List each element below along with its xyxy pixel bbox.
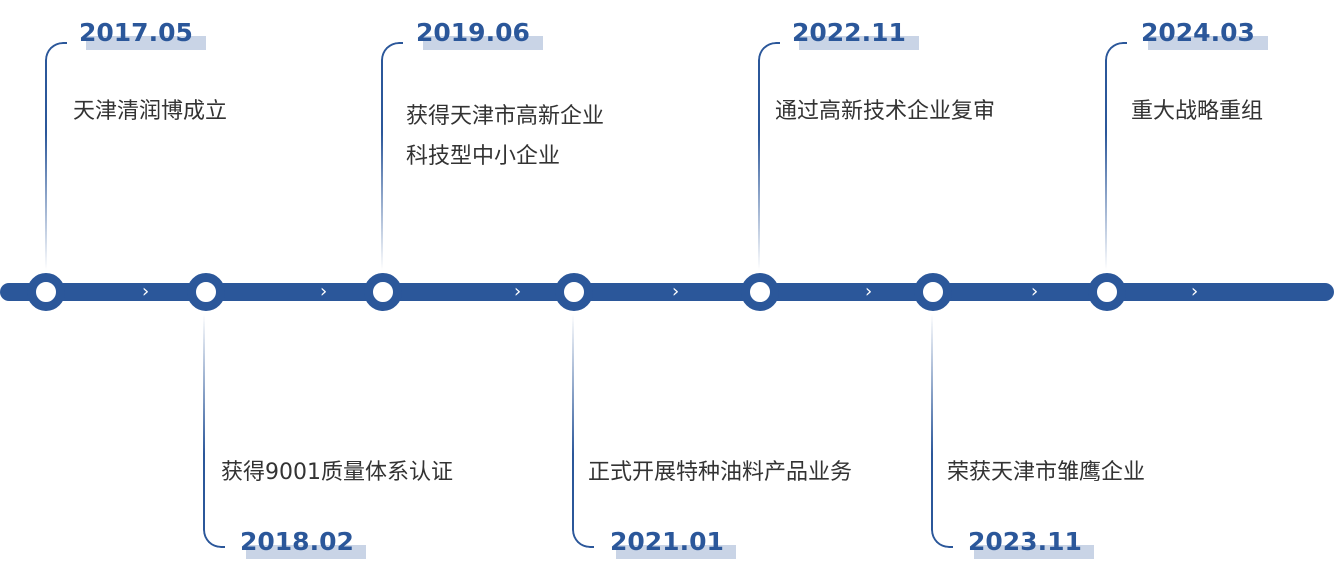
milestone-year: 2019.06	[416, 18, 530, 47]
milestone-year: 2017.05	[79, 18, 193, 47]
chevron-right-icon: ›	[320, 281, 328, 302]
chevron-right-icon: ›	[1031, 281, 1039, 302]
chevron-right-icon: ›	[672, 281, 680, 302]
timeline-node-2024-03	[1088, 273, 1126, 311]
chevron-right-icon: ›	[142, 281, 150, 302]
chevron-right-icon: ›	[514, 281, 522, 302]
milestone-connector	[203, 314, 225, 548]
milestone-text-line: 通过高新技术企业复审	[775, 99, 996, 124]
milestone-year: 2024.03	[1141, 18, 1255, 47]
milestone-connector	[931, 314, 953, 548]
milestone-text-line: 天津清润博成立	[73, 99, 228, 124]
milestone-connector	[572, 314, 594, 548]
milestone-year: 2018.02	[240, 527, 354, 556]
timeline-node-2021-01	[555, 273, 593, 311]
year-highlight	[616, 545, 736, 559]
milestone-text-line: 获得天津市高新企业	[406, 104, 605, 129]
milestone-text-line: 科技型中小企业	[406, 144, 561, 169]
milestone-connector	[1105, 42, 1127, 270]
timeline-node-2023-11	[914, 273, 952, 311]
year-highlight	[974, 545, 1094, 559]
milestone-text-line: 获得9001质量体系认证	[221, 460, 453, 485]
milestone-year: 2021.01	[610, 527, 724, 556]
year-highlight	[799, 36, 919, 50]
year-highlight	[246, 545, 366, 559]
timeline-node-2019-06	[364, 273, 402, 311]
milestone-text-line: 荣获天津市雏鹰企业	[947, 460, 1146, 485]
chevron-right-icon: ›	[865, 281, 873, 302]
milestone-connector	[758, 42, 780, 270]
milestone-text-line: 正式开展特种油料产品业务	[588, 460, 853, 485]
timeline-node-2018-02	[187, 273, 225, 311]
timeline-node-2017-05	[27, 273, 65, 311]
milestone-connector	[45, 42, 67, 270]
timeline-node-2022-11	[741, 273, 779, 311]
milestone-text-line: 重大战略重组	[1131, 99, 1264, 124]
milestone-year: 2022.11	[792, 18, 906, 47]
milestone-year: 2023.11	[968, 527, 1082, 556]
milestone-connector	[381, 42, 403, 270]
year-highlight	[1148, 36, 1268, 50]
timeline-bar	[0, 283, 1334, 301]
chevron-right-icon: ›	[1191, 281, 1199, 302]
year-highlight	[423, 36, 543, 50]
year-highlight	[86, 36, 206, 50]
